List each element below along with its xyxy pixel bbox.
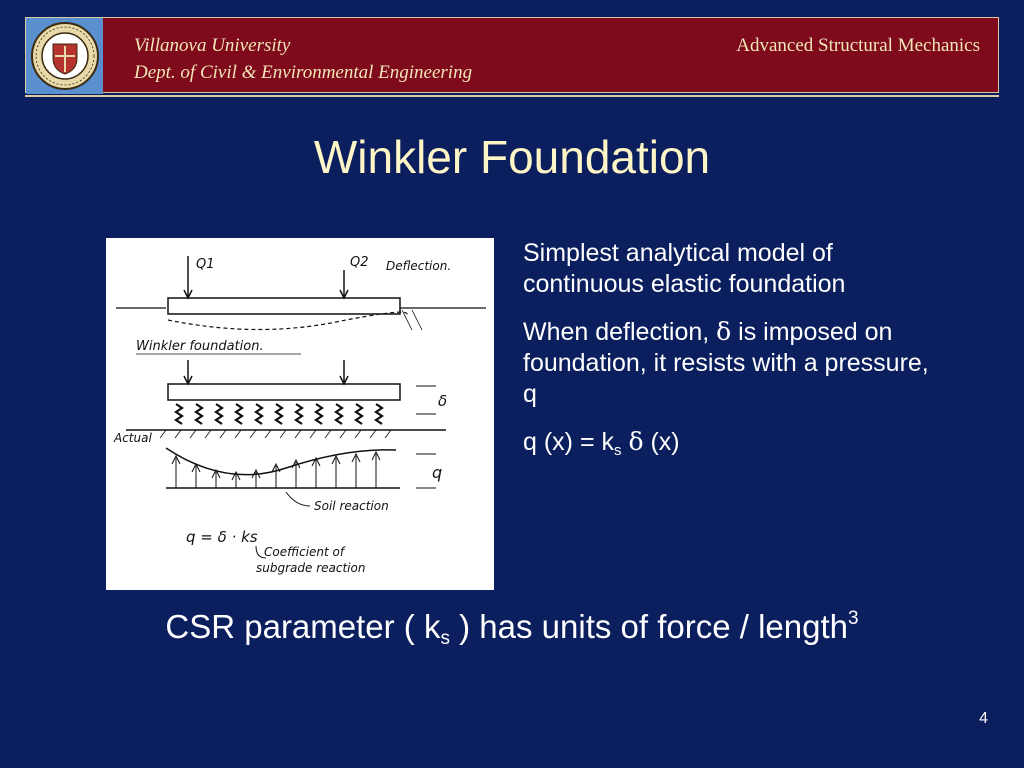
institution-name: Villanova University xyxy=(134,35,291,56)
formula-delta-symbol: δ xyxy=(628,427,644,456)
label-delta: δ xyxy=(438,392,447,410)
csr-sup: 3 xyxy=(848,608,859,629)
label-q1: Q1 xyxy=(196,257,215,272)
formula-line: q (x) = ks δ (x) xyxy=(523,426,943,466)
csr-statement: CSR parameter ( ks ) has units of force … xyxy=(0,608,1024,650)
label-winkler: Winkler foundation. xyxy=(136,339,264,354)
header-left: Villanova University Dept. of Civil & En… xyxy=(134,32,472,86)
header-divider xyxy=(25,95,999,97)
csr-text-b: ) has units of force / length xyxy=(449,608,849,645)
label-coefficient-line2: subgrade reaction xyxy=(256,561,365,575)
label-coefficient-line1: Coefficient of xyxy=(264,545,346,559)
csr-sub: s xyxy=(440,628,450,649)
department-name: Dept. of Civil & Environmental Engineeri… xyxy=(134,62,473,83)
bullet-deflection-b: is imposed on foundation, it resists wit… xyxy=(523,318,929,408)
header-bar: Villanova University Dept. of Civil & En… xyxy=(25,17,999,94)
formula-b: (x) xyxy=(650,428,680,456)
bullet-deflection: When deflection, δ is imposed on foundat… xyxy=(523,316,943,410)
winkler-foundation-figure: Q1 Q2 Deflection. Winkler foundation. xyxy=(106,238,494,590)
csr-text-a: CSR parameter ( k xyxy=(165,608,441,645)
slide-title: Winkler Foundation xyxy=(313,131,711,183)
formula-sub: s xyxy=(614,442,622,459)
bullet-simplest-model: Simplest analytical model of continuous … xyxy=(523,239,846,298)
formula-a: q (x) = k xyxy=(523,428,614,456)
bullet-deflection-a: When deflection, xyxy=(523,318,717,346)
delta-symbol: δ xyxy=(716,317,732,346)
page-number: 4 xyxy=(979,710,988,727)
university-seal-icon xyxy=(26,18,103,94)
label-actual: Actual xyxy=(113,431,152,445)
course-name: Advanced Structural Mechanics xyxy=(736,35,980,56)
label-soil-reaction: Soil reaction xyxy=(314,499,389,513)
label-q2: Q2 xyxy=(350,255,369,270)
label-deflection: Deflection. xyxy=(386,259,451,273)
label-formula: q = δ · ks xyxy=(186,528,258,546)
label-q: q xyxy=(432,463,442,482)
bullet-list: Simplest analytical model of continuous … xyxy=(523,238,943,482)
